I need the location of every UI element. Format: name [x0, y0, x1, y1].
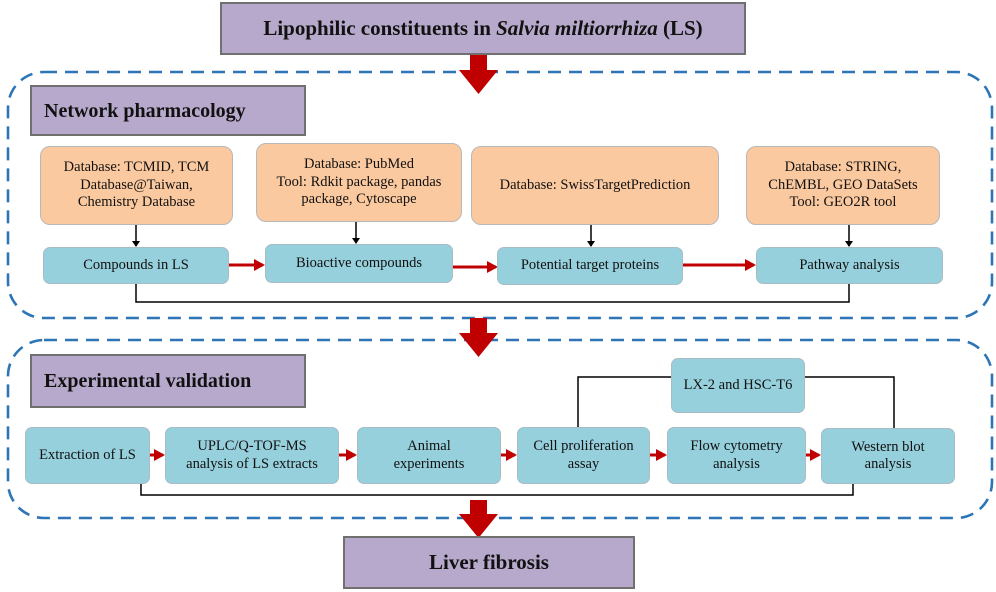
source-line: Chemistry Database: [77, 194, 196, 211]
experimental-validation-label: Experimental validation: [30, 354, 306, 408]
down-arrow-2: [459, 318, 498, 357]
study-title: Lipophilic constituents in Salvia miltio…: [220, 2, 746, 55]
exp-step-flow-cytometry: Flow cytometry analysis: [667, 427, 806, 484]
outcome-liver-fibrosis: Liver fibrosis: [343, 536, 635, 589]
exp-step-western-blot: Western blot analysis: [821, 428, 955, 484]
network-pharmacology-frame: [6, 70, 994, 320]
step-compounds-in-ls: Compounds in LS: [43, 247, 229, 284]
source-line: Tool: GEO2R tool: [789, 194, 897, 211]
source-line: Database: PubMed: [304, 156, 414, 173]
title-prefix: Lipophilic constituents in: [263, 15, 497, 40]
source-pathway-databases: Database: STRING, ChEMBL, GEO DataSets T…: [746, 146, 940, 225]
source-line: Database: TCMID, TCM: [63, 159, 210, 176]
step-potential-target-proteins: Potential target proteins: [497, 247, 683, 285]
source-target-prediction: Database: SwissTargetPrediction: [471, 146, 719, 225]
source-line: package, Cytoscape: [301, 191, 417, 208]
source-tools-bioactive: Database: PubMed Tool: Rdkit package, pa…: [256, 143, 462, 222]
exp-step-cell-proliferation: Cell proliferation assay: [517, 427, 650, 484]
experimental-validation-frame: [6, 338, 994, 520]
source-line: Database: STRING,: [784, 159, 902, 176]
experimental-bracket: [140, 484, 854, 496]
source-line: ChEMBL, GEO DataSets: [768, 176, 918, 193]
network-bracket: [135, 284, 850, 303]
down-arrow-1: [459, 54, 498, 94]
title-suffix: (LS): [657, 15, 703, 40]
down-arrow-3: [459, 500, 498, 538]
network-pharmacology-label: Network pharmacology: [30, 85, 306, 136]
step-bioactive-compounds: Bioactive compounds: [265, 244, 453, 283]
step-pathway-analysis: Pathway analysis: [756, 247, 943, 284]
cell-lines-box: LX-2 and HSC-T6: [671, 358, 805, 413]
title-species: Salvia miltiorrhiza: [496, 15, 658, 40]
exp-step-extraction: Extraction of LS: [25, 427, 150, 484]
source-line: Database@Taiwan,: [80, 176, 193, 193]
exp-step-animal-experiments: Animal experiments: [357, 427, 501, 484]
exp-step-uplc-analysis: UPLC/Q-TOF-MS analysis of LS extracts: [165, 427, 339, 484]
source-databases-compounds: Database: TCMID, TCM Database@Taiwan, Ch…: [40, 146, 233, 225]
source-line: Database: SwissTargetPrediction: [499, 176, 691, 193]
source-line: Tool: Rdkit package, pandas: [276, 173, 442, 190]
